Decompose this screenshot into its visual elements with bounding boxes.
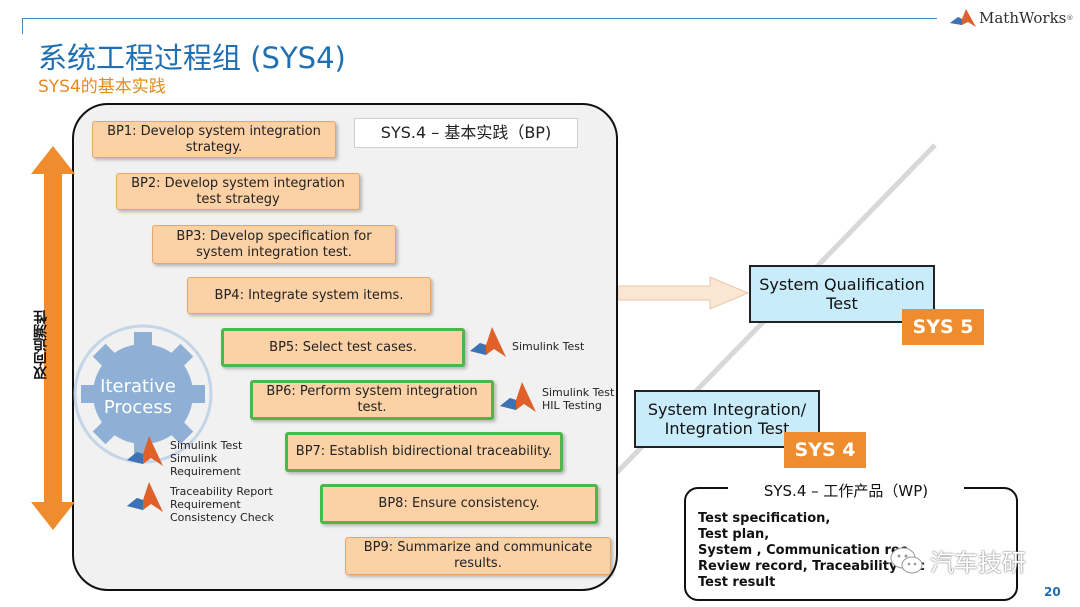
tool-label-bp7: Simulink Test Simulink Requirement bbox=[170, 439, 243, 478]
system-integration-test-box: System Integration/ Integration Test bbox=[634, 390, 820, 448]
traceability-side-label: 双向追溯性 bbox=[26, 300, 56, 390]
bp-item-1: BP1: Develop system integration strategy… bbox=[92, 121, 336, 158]
page-number: 20 bbox=[1044, 585, 1061, 599]
bp-panel-title: SYS.4 – 基本实践（BP) bbox=[354, 118, 578, 148]
bp-item-4: BP4: Integrate system items. bbox=[187, 277, 431, 314]
bp-item-9: BP9: Summarize and communicate results. bbox=[345, 537, 611, 575]
mathworks-membrane-icon bbox=[950, 9, 976, 27]
matlab-icon bbox=[127, 482, 163, 512]
wp-panel-title: SYS.4 – 工作产品（WP) bbox=[728, 478, 964, 502]
bp-item-2: BP2: Develop system integration test str… bbox=[116, 173, 360, 210]
bp-item-5: BP5: Select test cases. bbox=[221, 328, 465, 367]
brand-trademark: ® bbox=[1066, 14, 1074, 22]
mathworks-logo: MathWorks ® bbox=[950, 6, 1073, 30]
wechat-icon bbox=[890, 547, 923, 573]
wp-item: Test plan, bbox=[698, 527, 770, 542]
wp-item: System , Communication rec bbox=[698, 543, 908, 558]
sys5-badge: SYS 5 bbox=[902, 309, 984, 345]
wp-item: Test result bbox=[698, 575, 776, 590]
wp-item: Review record, Traceability rec bbox=[698, 559, 925, 574]
bp-item-7: BP7: Establish bidirectional traceabilit… bbox=[285, 432, 563, 472]
header-left-tick bbox=[22, 18, 23, 34]
iterative-process-line1: Iterative bbox=[100, 376, 176, 397]
matlab-icon bbox=[500, 382, 536, 412]
tool-label-bp6: Simulink Test HIL Testing bbox=[542, 386, 615, 412]
page-title: 系统工程过程组 (SYS4) bbox=[38, 41, 346, 75]
watermark-text: 汽车技研 bbox=[930, 549, 1026, 577]
flow-arrow-right bbox=[617, 276, 750, 310]
traceability-side-text: 双向追溯性 bbox=[33, 310, 49, 380]
sys4-badge: SYS 4 bbox=[784, 432, 866, 468]
matlab-icon bbox=[127, 436, 163, 466]
bp-item-3: BP3: Develop specification for system in… bbox=[152, 225, 396, 264]
bidirectional-arrow-icon bbox=[31, 146, 75, 530]
page-subtitle: SYS4的基本实践 bbox=[38, 77, 166, 97]
tool-label-bp8: Traceability Report Requirement Consiste… bbox=[170, 485, 274, 524]
tool-label-bp5: Simulink Test bbox=[512, 340, 585, 353]
header-rule bbox=[22, 18, 937, 19]
bp-item-6: BP6: Perform system integration test. bbox=[250, 380, 494, 420]
matlab-icon bbox=[470, 327, 506, 357]
iterative-process-line2: Process bbox=[103, 397, 173, 418]
bp-item-8: BP8: Ensure consistency. bbox=[320, 484, 598, 524]
brand-name: MathWorks bbox=[979, 9, 1067, 27]
watermark: 汽车技研 bbox=[890, 543, 1026, 578]
wp-item: Test specification, bbox=[698, 511, 831, 526]
